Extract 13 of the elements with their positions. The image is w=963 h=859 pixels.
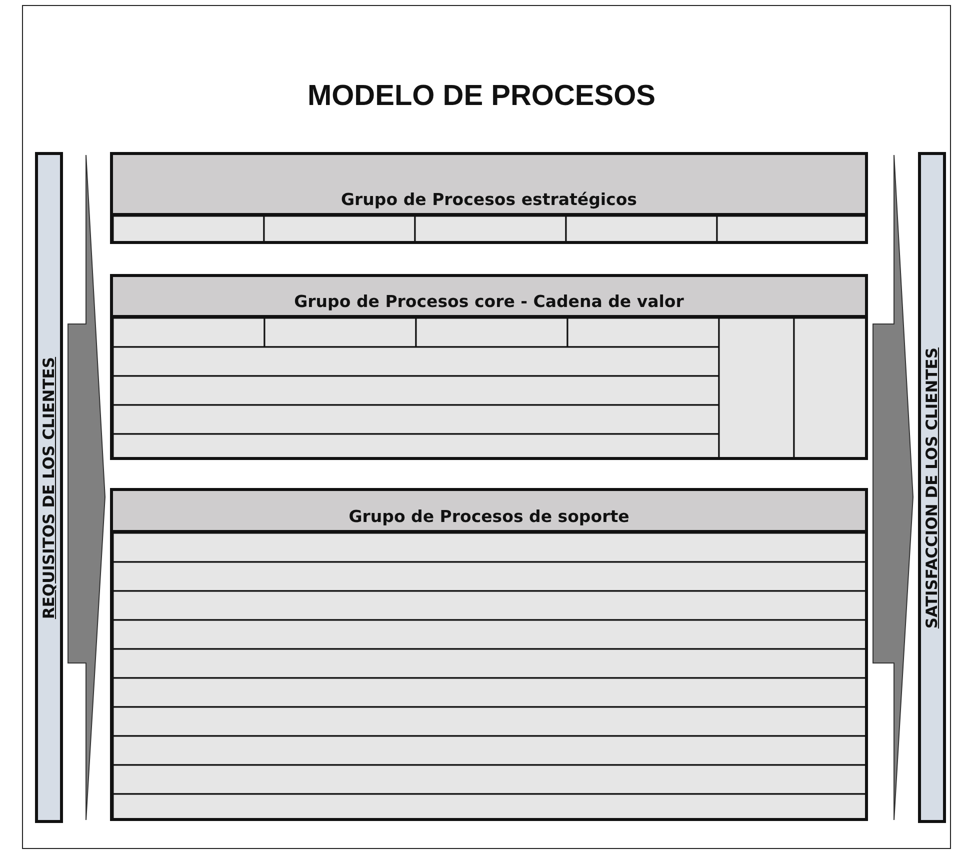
vertical-label: SATISFACCION DE LOS CLIENTES [923,346,941,628]
diagram-title: MODELO DE PROCESOS [306,80,657,113]
block-arrow [68,154,106,820]
group-heading: Grupo de Procesos de soporte [348,507,630,526]
group-heading: Grupo de Procesos core - Cadena de valor [294,292,684,311]
block-arrow [872,154,914,820]
process-group-panel [110,152,868,244]
vertical-label: REQUISITOS DE LOS CLIENTES [40,356,58,619]
process-group-panel [110,274,868,460]
requirements-bar [35,152,63,823]
group-heading: Grupo de Procesos estratégicos [341,190,637,209]
satisfaction-bar [918,152,946,823]
process-group-panel [110,488,868,821]
